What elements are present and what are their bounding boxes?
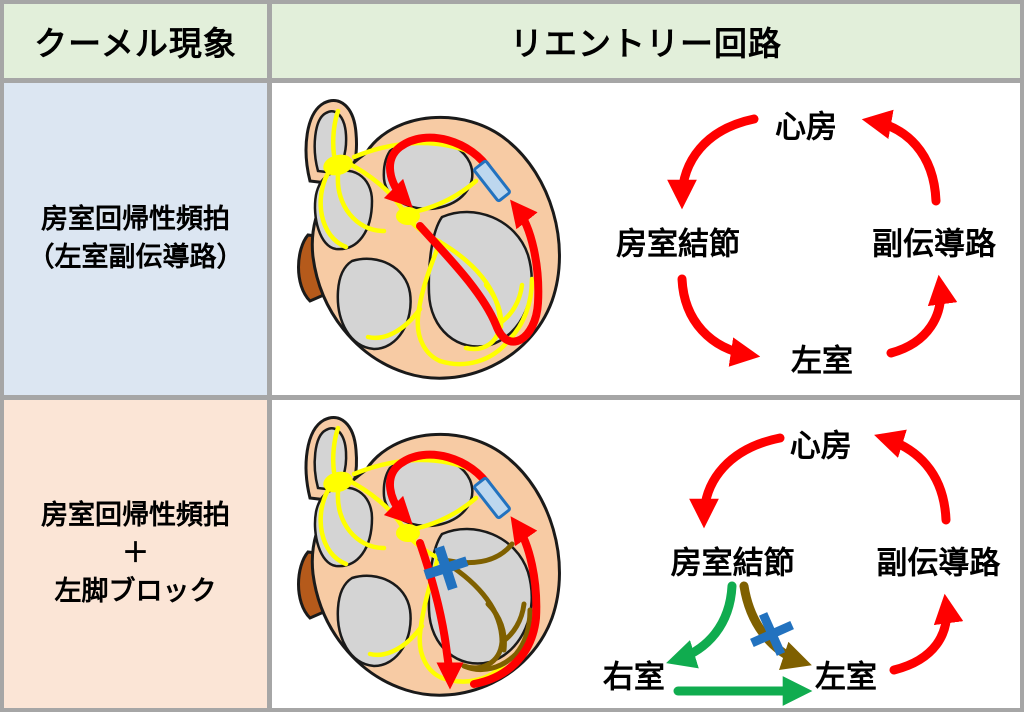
- av-node: [396, 207, 420, 225]
- sa-node: [323, 154, 353, 176]
- header-col1-label: クーメル現象: [34, 25, 237, 62]
- arrow-avnode-to-lv: [677, 274, 761, 367]
- heart-illustration-avrt: [297, 99, 561, 380]
- arrow-accessory-to-atrium: [874, 429, 951, 525]
- node-right-ventricle: 右室: [602, 659, 665, 695]
- header-col2-label: リエントリー回路: [510, 25, 782, 62]
- arrow-avnode-to-lv-blocked: [739, 581, 812, 670]
- row2-label-line3: 左脚ブロック: [54, 575, 217, 606]
- reentry-circuit-diagram-1: 心房 房室結節 副伝導路 左室: [606, 91, 1006, 391]
- row1-label-cell: 房室回帰性頻拍 （左室副伝導路）: [4, 83, 267, 395]
- arrow-atrium-to-avnode: [689, 433, 785, 529]
- block-cross-icon: [750, 612, 794, 656]
- accessory-pathway-marker: [473, 476, 511, 520]
- node-left-ventricle: 左室: [815, 659, 877, 695]
- node-atrium: 心房: [789, 428, 852, 464]
- node-av-node: 房室結節: [616, 226, 740, 262]
- row2-label-cell: 房室回帰性頻拍 ＋ 左脚ブロック: [4, 400, 267, 708]
- right-atrium-chamber: [313, 169, 374, 251]
- node-accessory-pathway: 副伝導路: [876, 545, 1001, 581]
- right-ventricle-chamber: [336, 574, 412, 668]
- header-col2: リエントリー回路: [272, 4, 1020, 78]
- block-cross-icon: [423, 545, 469, 591]
- arrow-lv-to-accessory: [886, 274, 958, 358]
- right-ventricle-chamber: [336, 257, 412, 351]
- row2-label-line1: 房室回帰性頻拍: [41, 500, 230, 531]
- av-node: [396, 524, 420, 542]
- row2-label-line2: ＋: [122, 538, 149, 569]
- arrow-accessory-to-atrium: [861, 109, 941, 206]
- header-col1: クーメル現象: [4, 4, 267, 78]
- circuit1-arrows: [667, 109, 958, 367]
- arrow-atrium-to-avnode: [667, 114, 759, 210]
- right-atrium-chamber: [313, 486, 374, 568]
- row1-label-line1: 房室回帰性頻拍: [41, 204, 230, 235]
- arrow-avnode-to-rv: [666, 581, 737, 669]
- sa-node: [323, 471, 353, 493]
- node-accessory-pathway: 副伝導路: [872, 226, 996, 262]
- heart-illustration-avrt-lbbb: [297, 416, 561, 697]
- arrow-lv-to-accessory: [889, 593, 964, 675]
- node-left-ventricle: 左室: [791, 343, 853, 379]
- accessory-pathway-marker: [473, 159, 511, 203]
- row1-label-line2: （左室副伝導路）: [27, 242, 244, 272]
- reentry-circuit-diagram-2: 心房 房室結節 副伝導路 右室 左室: [594, 410, 1014, 708]
- circuit2-arrows: [666, 429, 964, 706]
- node-av-node: 房室結節: [670, 545, 795, 581]
- node-atrium: 心房: [775, 109, 837, 145]
- row2-content-cell: 心房 房室結節 副伝導路 右室 左室: [272, 400, 1020, 708]
- reentry-loop: [383, 133, 543, 346]
- row1-content-cell: 心房 房室結節 副伝導路 左室: [272, 83, 1020, 395]
